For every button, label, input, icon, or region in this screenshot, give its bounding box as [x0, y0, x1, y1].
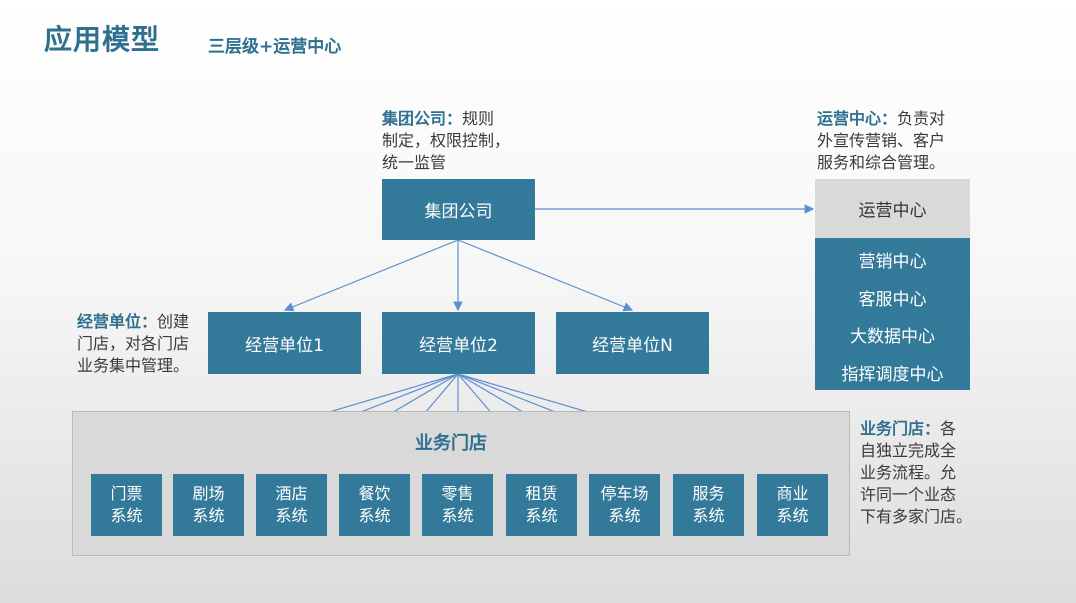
system-name: 租赁 [525, 484, 558, 503]
system-name: 餐饮 [358, 484, 391, 503]
ops-note-bold: 运营中心： [817, 109, 898, 128]
system-name: 剧场 [192, 484, 225, 503]
system-suffix: 系统 [776, 506, 809, 525]
stores-note-line-3: 业务流程。允 [860, 463, 957, 482]
group-company-box[interactable]: 集团公司 [382, 179, 535, 240]
system-suffix: 系统 [358, 506, 391, 525]
system-box-rental[interactable]: 租赁系统 [506, 474, 577, 536]
arrow-group-to-unitn [457, 239, 634, 312]
system-box-service[interactable]: 服务系统 [673, 474, 744, 536]
units-note: 经营单位：创建 门店，对各门店 业务集中管理。 [77, 311, 212, 377]
system-suffix: 系统 [525, 506, 558, 525]
stores-note-line-4: 许同一个业态 [860, 485, 957, 504]
system-box-commerce[interactable]: 商业系统 [757, 474, 828, 536]
system-box-theater[interactable]: 剧场系统 [173, 474, 244, 536]
ops-item-big-data[interactable]: 大数据中心 [850, 327, 935, 347]
system-suffix: 系统 [608, 506, 641, 525]
group-note-line-2: 制定，权限控制， [382, 131, 511, 150]
stores-note-line-2: 自独立完成全 [860, 441, 957, 460]
ops-note: 运营中心：负责对 外宣传营销、客户 服务和综合管理。 [817, 108, 987, 174]
units-note-bold: 经营单位： [77, 312, 158, 331]
page-subtitle: 三层级+运营中心 [208, 37, 342, 57]
group-note-line-1: 规则 [462, 109, 495, 128]
system-name: 商业 [776, 484, 809, 503]
system-box-ticket[interactable]: 门票系统 [91, 474, 162, 536]
ops-center-header[interactable]: 运营中心 [815, 179, 970, 238]
ops-note-line-1: 负责对 [897, 109, 946, 128]
system-name: 停车场 [600, 484, 649, 503]
system-suffix: 系统 [441, 506, 474, 525]
stores-note-bold: 业务门店： [860, 419, 941, 438]
system-name: 服务 [692, 484, 725, 503]
stores-note-line-5: 下有多家门店。 [860, 507, 973, 526]
system-box-catering[interactable]: 餐饮系统 [339, 474, 410, 536]
units-note-line-3: 业务集中管理。 [77, 356, 190, 375]
ops-item-dispatch[interactable]: 指挥调度中心 [841, 365, 944, 385]
group-note: 集团公司：规则 制定，权限控制， 统一监管 [382, 108, 542, 174]
system-box-retail[interactable]: 零售系统 [422, 474, 493, 536]
system-box-hotel[interactable]: 酒店系统 [256, 474, 327, 536]
stores-note: 业务门店：各 自独立完成全 业务流程。允 许同一个业态 下有多家门店。 [860, 418, 990, 528]
business-unit-n-box[interactable]: 经营单位N [556, 312, 709, 374]
business-unit-2-box[interactable]: 经营单位2 [382, 312, 535, 374]
system-name: 门票 [110, 484, 143, 503]
business-unit-1-box[interactable]: 经营单位1 [208, 312, 361, 374]
system-suffix: 系统 [192, 506, 225, 525]
system-suffix: 系统 [110, 506, 143, 525]
ops-note-line-2: 外宣传营销、客户 [817, 131, 946, 150]
group-note-line-3: 统一监管 [382, 153, 447, 172]
system-name: 零售 [441, 484, 474, 503]
units-note-line-2: 门店，对各门店 [77, 334, 190, 353]
ops-note-line-3: 服务和综合管理。 [817, 153, 946, 172]
arrow-group-to-unit1 [283, 239, 459, 312]
ops-item-marketing[interactable]: 营销中心 [858, 252, 927, 272]
store-area-label: 业务门店 [415, 433, 487, 454]
system-name: 酒店 [275, 484, 308, 503]
page-title: 应用模型 [44, 23, 161, 56]
ops-center-list: 营销中心 客服中心 大数据中心 指挥调度中心 [815, 238, 970, 390]
ops-item-customer-service[interactable]: 客服中心 [858, 290, 927, 310]
units-note-line-1: 创建 [157, 312, 190, 331]
system-suffix: 系统 [692, 506, 725, 525]
system-box-parking[interactable]: 停车场系统 [589, 474, 660, 536]
stores-note-line-1: 各 [940, 419, 957, 438]
group-note-bold: 集团公司： [382, 109, 463, 128]
system-suffix: 系统 [275, 506, 308, 525]
